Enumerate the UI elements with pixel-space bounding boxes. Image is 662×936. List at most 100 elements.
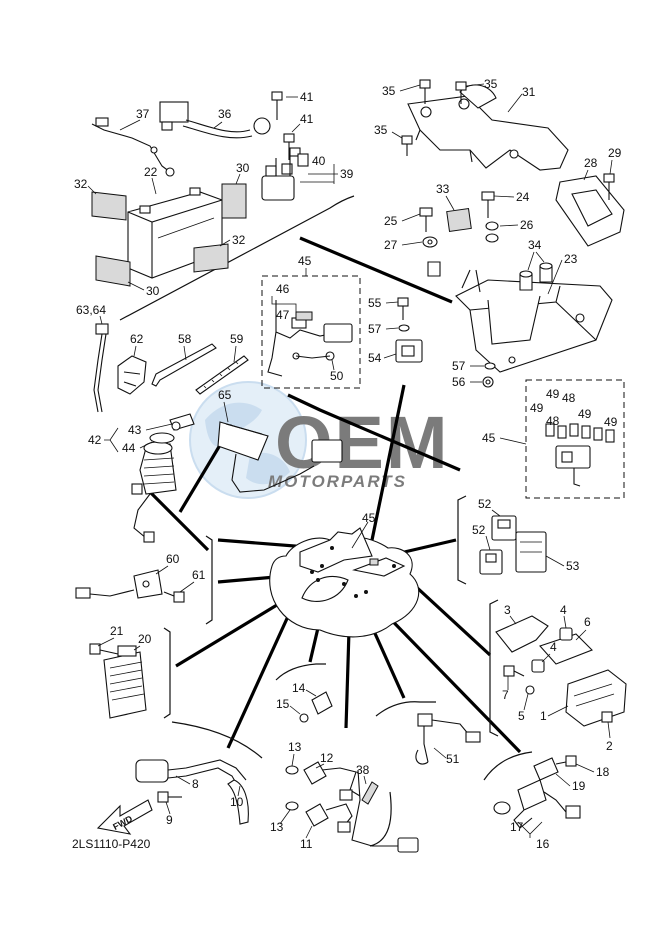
fwd-arrow-icon [96, 799, 153, 835]
callout-57-upper: 57 [368, 322, 382, 336]
callout-37: 37 [136, 107, 150, 121]
callout-32-right: 32 [232, 233, 246, 247]
watermark: OEM MOTORPARTS [189, 381, 448, 499]
callout-29: 29 [608, 146, 622, 160]
callout-27: 27 [384, 238, 398, 252]
band-59 [195, 355, 249, 395]
gasket-13-upper [285, 765, 299, 775]
callout-6: 6 [584, 615, 591, 629]
electrical-box-group [395, 79, 625, 388]
callout-10: 10 [230, 795, 244, 809]
callout-48-b: 48 [546, 414, 560, 428]
cdi-unit-1 [565, 669, 627, 727]
battery-minus-lead [91, 123, 171, 173]
battery-group-bracket [119, 195, 355, 321]
relay-54 [395, 339, 423, 363]
bolt-55 [397, 297, 409, 320]
gasket-13-lower [285, 801, 299, 811]
callout-51: 51 [446, 752, 460, 766]
subharness-47 [267, 300, 353, 377]
bolt-21 [89, 643, 119, 655]
callout-42: 42 [88, 433, 102, 447]
callout-44: 44 [122, 441, 136, 455]
callout-3: 3 [504, 603, 511, 617]
battery-group [91, 91, 309, 287]
callout-19: 19 [572, 779, 586, 793]
cover-28 [555, 175, 625, 247]
cable-tie-63-64 [93, 323, 109, 413]
callout-52-upper: 52 [478, 497, 492, 511]
callout-22: 22 [144, 165, 158, 179]
callout-52-lower: 52 [472, 523, 486, 537]
callout-43: 43 [128, 423, 142, 437]
callout-49-b: 49 [530, 401, 544, 415]
ignition-coil-8 [135, 759, 247, 791]
callout-18: 18 [596, 765, 610, 779]
callout-65: 65 [218, 388, 232, 402]
damper-4-upper [559, 627, 573, 641]
callout-54: 54 [368, 351, 382, 365]
callout-26: 26 [520, 218, 534, 232]
callout-50: 50 [330, 369, 344, 383]
callout-4-lower: 4 [550, 640, 557, 654]
callout-11: 11 [300, 837, 313, 851]
fuse-box-65 [217, 421, 343, 493]
callout-35-low: 35 [374, 123, 388, 137]
callout-20: 20 [138, 632, 152, 646]
fuse-kit-box [525, 379, 625, 499]
collar-5 [525, 685, 535, 695]
callout-30-bottom: 30 [146, 284, 160, 298]
callout-36: 36 [218, 107, 232, 121]
switch-14 [299, 691, 333, 723]
starter-relay [261, 147, 301, 201]
callout-53: 53 [566, 559, 580, 573]
callout-8: 8 [192, 777, 199, 791]
battery-pad-right [221, 183, 247, 219]
callout-1: 1 [540, 709, 547, 723]
bolt-7 [503, 665, 525, 677]
callout-49-c: 49 [578, 407, 592, 421]
callout-15: 15 [276, 697, 290, 711]
washer-57-lower [484, 362, 496, 370]
grommet-left [427, 261, 441, 277]
callout-21: 21 [110, 624, 124, 638]
collar-27 [422, 236, 438, 248]
callout-45-fuse: 45 [482, 431, 496, 445]
bolt-61 [163, 591, 185, 603]
callout-45-harness: 45 [362, 511, 376, 525]
sensor-16 [513, 779, 581, 829]
callout-30-right: 30 [236, 161, 250, 175]
callout-46: 46 [276, 282, 290, 296]
mounting-bracket-31 [407, 84, 569, 171]
battery-pad-bottom [95, 255, 131, 287]
callout-35-top: 35 [382, 84, 396, 98]
callout-47: 47 [276, 308, 290, 322]
callout-17: 17 [510, 820, 524, 834]
callout-57-lower: 57 [452, 359, 466, 373]
callout-31: 31 [522, 85, 536, 99]
sensor-12 [303, 761, 361, 801]
collar-26 [485, 221, 499, 243]
bracket-3 [495, 615, 549, 653]
fuse-40 [297, 153, 309, 167]
callout-60: 60 [166, 552, 180, 566]
callout-45-box: 45 [298, 254, 312, 268]
callout-24: 24 [516, 190, 530, 204]
callout-16: 16 [536, 837, 550, 851]
nut-56 [482, 376, 494, 388]
callout-39: 39 [340, 167, 354, 181]
callout-5: 5 [518, 709, 525, 723]
subharness-kit-box [261, 275, 361, 389]
ring-44 [149, 432, 175, 444]
damper-34-left [519, 270, 533, 291]
key-43 [169, 413, 195, 431]
rectifier-20 [103, 645, 147, 719]
fuse-holder [555, 445, 591, 487]
heavy-leaders [148, 236, 522, 754]
callout-28: 28 [584, 156, 598, 170]
spark-plug-cap-10 [227, 779, 249, 825]
relay-52-lower [479, 549, 503, 575]
callout-9: 9 [166, 813, 173, 827]
bolt-25 [419, 207, 433, 232]
